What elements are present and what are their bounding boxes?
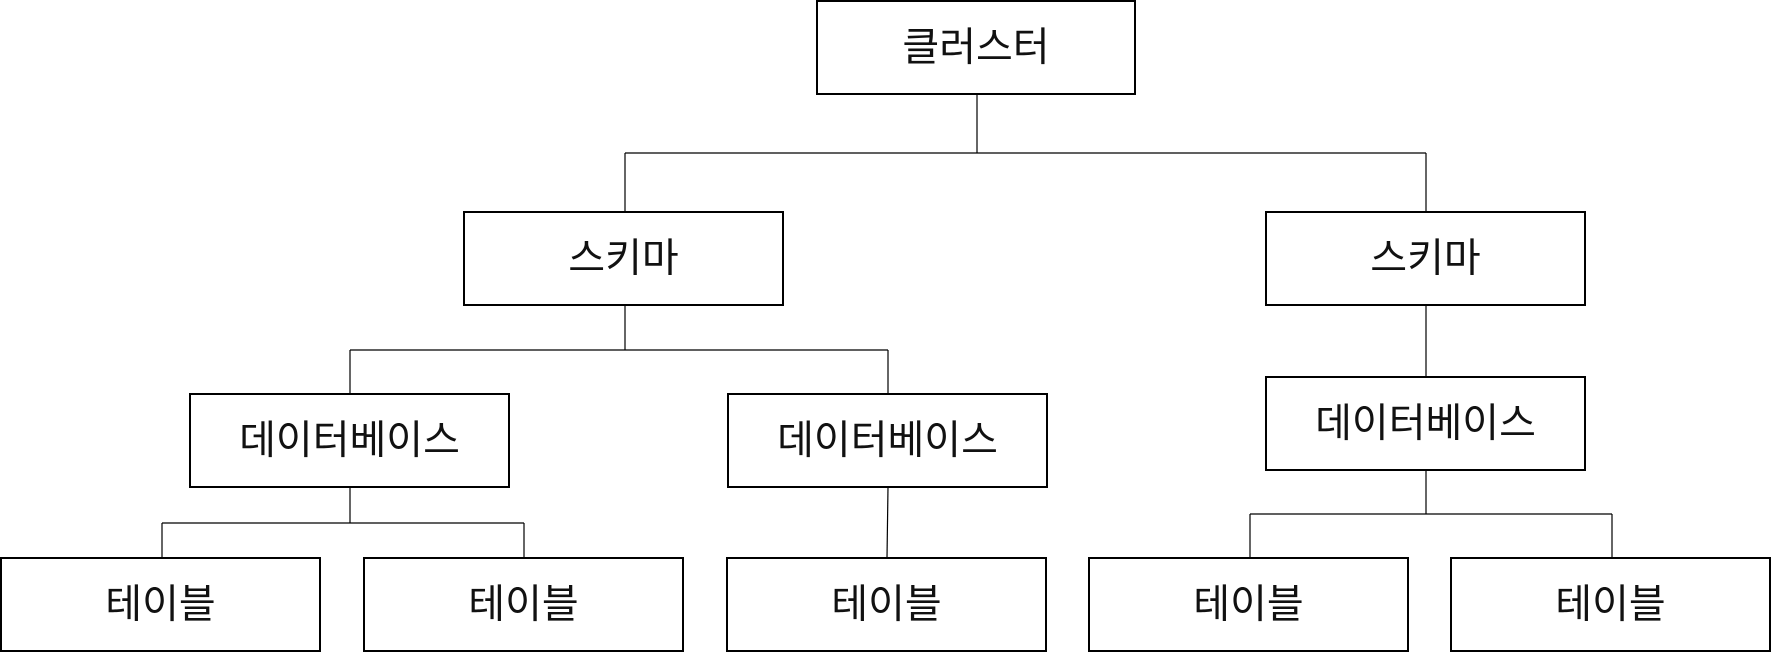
- node-database-3-label: 데이터베이스: [1315, 401, 1536, 447]
- node-database-1-label: 데이터베이스: [239, 418, 460, 464]
- edge-database2-table: [886, 486, 889, 559]
- node-cluster: 클러스터: [816, 0, 1136, 95]
- node-database-2: 데이터베이스: [727, 393, 1048, 488]
- edge-schema1-databases: [349, 305, 889, 394]
- node-table-4-label: 테이블: [1193, 582, 1303, 628]
- node-schema-right: 스키마: [1265, 211, 1586, 306]
- node-table-3: 테이블: [726, 557, 1047, 652]
- node-database-1: 데이터베이스: [189, 393, 510, 488]
- node-table-5: 테이블: [1450, 557, 1771, 652]
- node-database-2-label: 데이터베이스: [777, 418, 998, 464]
- node-table-2: 테이블: [363, 557, 684, 652]
- node-schema-right-label: 스키마: [1370, 236, 1480, 282]
- node-table-4: 테이블: [1088, 557, 1409, 652]
- node-table-1: 테이블: [0, 557, 321, 652]
- node-cluster-label: 클러스터: [902, 25, 1049, 71]
- node-table-2-label: 테이블: [468, 582, 578, 628]
- edge-database1-tables: [161, 487, 525, 558]
- node-schema-left-label: 스키마: [568, 236, 678, 282]
- node-schema-left: 스키마: [463, 211, 784, 306]
- edge-cluster-schemas: [624, 94, 1427, 212]
- edge-database3-tables: [1249, 470, 1613, 558]
- node-database-3: 데이터베이스: [1265, 376, 1586, 471]
- node-table-3-label: 테이블: [831, 582, 941, 628]
- connectors: [161, 94, 1613, 559]
- node-table-5-label: 테이블: [1555, 582, 1665, 628]
- node-table-1-label: 테이블: [105, 582, 215, 628]
